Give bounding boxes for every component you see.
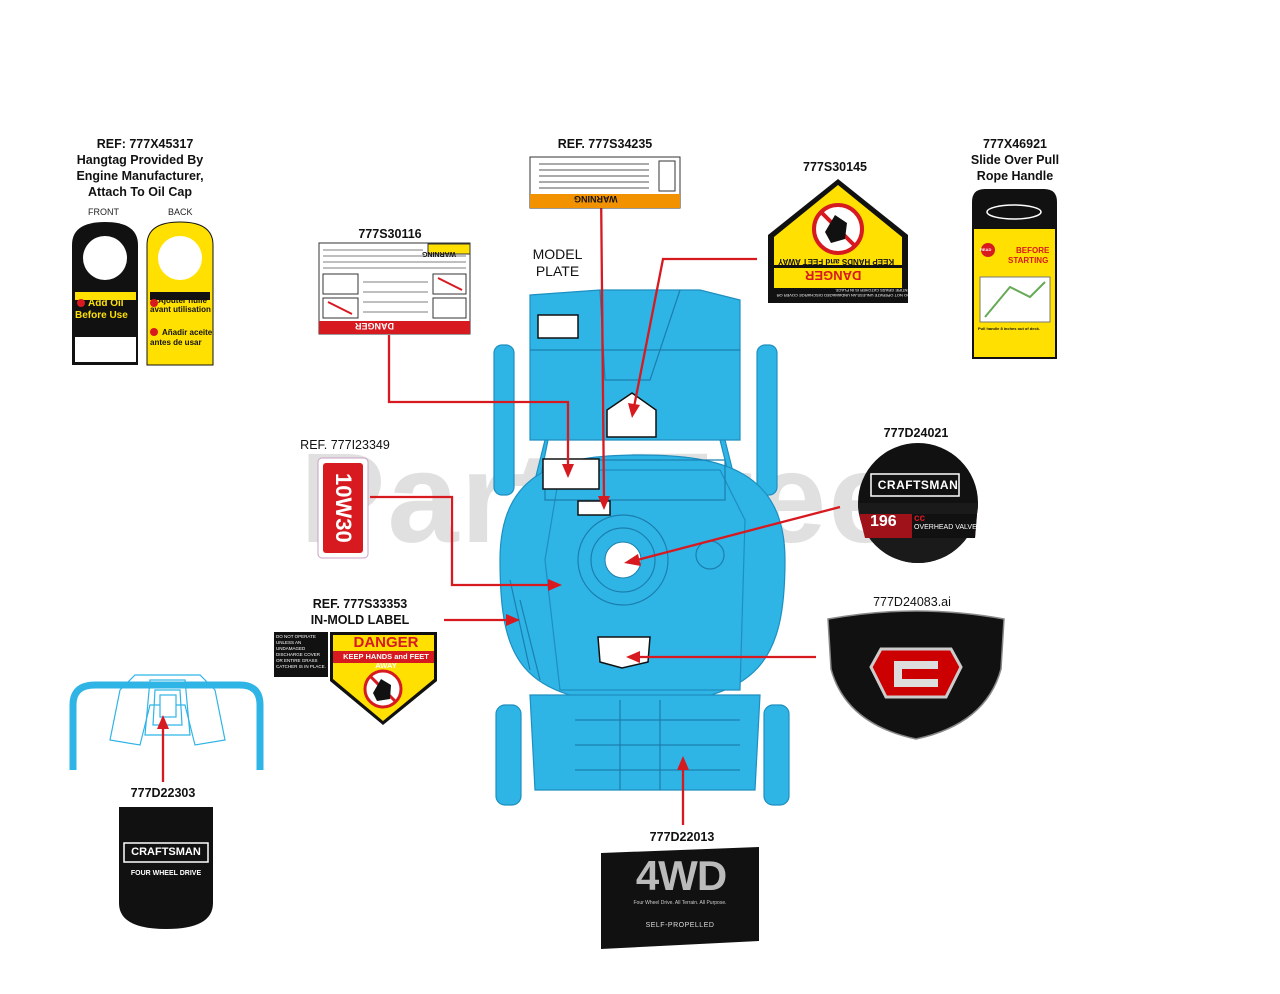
oil-decal [317, 457, 369, 559]
danger-label-decal [318, 242, 471, 335]
fourwd-tagline: Four Wheel Drive. All Terrain. All Purpo… [633, 900, 727, 906]
handle-decal [119, 807, 213, 929]
handle-ref: 777D22303 [130, 786, 196, 800]
warning-ref: REF. 777S34235 [557, 137, 653, 151]
danger-label-spot [542, 458, 600, 490]
fourwd-decal [601, 847, 759, 949]
oil-ref: REF. 777I23349 [300, 438, 390, 452]
danger-hex-sub: KEEP HANDS and FEET AWAY [778, 257, 895, 266]
engine-cc-value: 196 [870, 513, 897, 530]
danger-label-warning: WARNING [422, 250, 456, 257]
fourwd-sub: SELF-PROPELLED [645, 922, 715, 929]
pull-rope-read: READ [980, 247, 992, 252]
inmold-ref: REF. 777S33353 [312, 597, 408, 611]
inmold-sub: KEEP HANDS and FEET AWAY [343, 652, 429, 670]
danger-hex-note: DO NOT OPERATE UNLESS AN UNDAMAGED DISCH… [776, 288, 910, 298]
hangtag-front-text1: Add Oil [88, 298, 124, 309]
engine-cc-unit: cc [914, 513, 926, 524]
engine-valve-text: OVERHEAD VALVE [914, 524, 977, 531]
fourwd-ref: 777D22013 [649, 830, 715, 844]
hangtag-back-text4: antes de usar [150, 338, 202, 347]
engine-ref: 777D24021 [883, 426, 949, 440]
pull-rope-desc-line1: Slide Over Pull [970, 153, 1060, 167]
danger-hex-ref: 777S30145 [803, 160, 867, 174]
pull-rope-desc-line2: Rope Handle [976, 169, 1054, 183]
emblem-decal [827, 610, 1005, 740]
danger-label-ref: 777S30116 [358, 227, 422, 241]
engine-badge-decal [858, 443, 978, 563]
hangtag-decal [72, 221, 214, 366]
model-plate-spot [537, 314, 579, 339]
handle-illustration [69, 681, 264, 770]
danger-hex-title: DANGER [805, 268, 862, 283]
danger-label-danger: DANGER [355, 321, 395, 331]
engine-brand: CRAFTSMAN [877, 478, 959, 492]
hangtag-desc-line1: Hangtag Provided By [76, 153, 204, 167]
pull-rope-title1: BEFORE [1016, 246, 1050, 255]
rear-wheel-right [756, 344, 778, 496]
hangtag-ref: REF: 777X45317 [96, 137, 194, 151]
inmold-decal [274, 632, 437, 725]
inmold-title: DANGER [353, 634, 419, 651]
hangtag-back-text3: Añadir aceite [162, 328, 213, 337]
danger-hex-decal [768, 179, 908, 303]
front-wheel-left [495, 704, 522, 806]
inmold-desc: IN-MOLD LABEL [310, 613, 410, 627]
pull-rope-decal [972, 189, 1057, 359]
model-plate-label-line1: MODEL [532, 246, 583, 262]
pull-rope-foot: Pull handle 8 inches out of deck. [978, 326, 1041, 331]
hangtag-back-caption: BACK [168, 207, 193, 217]
emblem-spot [597, 636, 651, 669]
handle-sub: FOUR WHEEL DRIVE [130, 870, 202, 877]
front-wheel-right [763, 704, 790, 806]
hangtag-front-caption: FRONT [88, 207, 119, 217]
hangtag-back-text1: Ajouter huile [158, 296, 207, 305]
rear-wheel-left [493, 344, 515, 496]
hangtag-front-text2: Before Use [75, 310, 128, 321]
warning-header: WARNING [574, 194, 618, 204]
hangtag-desc-line3: Attach To Oil Cap [88, 185, 192, 199]
warning-decal [529, 156, 681, 209]
inmold-note: DO NOT OPERATE UNLESS AN UNDAMAGED DISCH… [276, 634, 326, 669]
hangtag-desc-line2: Engine Manufacturer, [76, 169, 204, 183]
front-housing [529, 694, 761, 791]
pull-rope-title2: STARTING [1008, 256, 1049, 265]
pull-rope-ref: 777X46921 [983, 137, 1047, 151]
handle-brand: CRAFTSMAN [131, 846, 201, 858]
hangtag-back-text2: avant utilisation [150, 305, 211, 314]
fourwd-title: 4WD [635, 852, 727, 899]
emblem-ref: 777D24083.ai [873, 595, 951, 609]
oil-text: 10W30 [331, 473, 356, 543]
model-plate-label-line2: PLATE [535, 263, 580, 279]
